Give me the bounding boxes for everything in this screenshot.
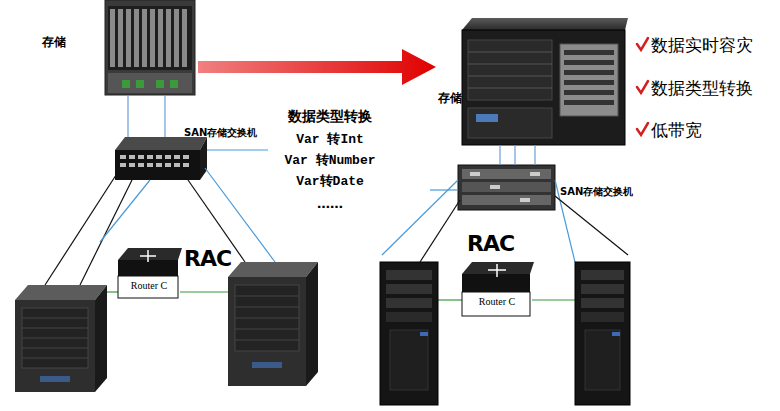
arrow-shape [198, 49, 436, 85]
switch-node: SAN存储交换机 [455, 165, 645, 212]
router-node: Router C [462, 262, 532, 316]
feature-item: 低带宽 [651, 119, 702, 142]
node-label: 存储 [42, 34, 66, 51]
connector-line [514, 145, 515, 165]
feature-item: 数据实时容灾 [651, 34, 753, 57]
connector [515, 145, 516, 165]
switch-node: SAN存储交换机 [112, 124, 277, 182]
connector-line [127, 95, 128, 124]
connector [198, 49, 436, 85]
note-text: Var 转Number [268, 151, 392, 169]
router-symbol [462, 262, 534, 316]
note-text: Var转Date [268, 172, 392, 190]
wiring [382, 145, 628, 300]
note-text: …… [268, 196, 392, 211]
router-node: Router C [118, 246, 180, 298]
tower-server [380, 262, 438, 405]
node-label: SAN存储交换机 [184, 126, 257, 140]
server [228, 262, 318, 386]
node-label: SAN存储交换机 [560, 185, 633, 199]
tower-server [575, 262, 630, 405]
cluster-label: RAC [467, 231, 514, 256]
cluster-label: RAC [184, 246, 231, 271]
wiring [45, 95, 275, 292]
blade-storage [105, 0, 195, 95]
router-symbol [118, 248, 182, 298]
san-switch [115, 137, 207, 180]
checkmark [637, 38, 648, 135]
node-label: Router C [462, 296, 532, 307]
node-label: Router C [118, 280, 180, 291]
san-switch [458, 165, 555, 210]
storage-node: 存储 [38, 4, 198, 95]
server [15, 285, 107, 392]
rack-storage [462, 18, 628, 145]
note-text: Var 转Int [268, 130, 392, 148]
feature-item: 数据类型转换 [651, 77, 753, 100]
node-label: 存储 [438, 90, 462, 107]
note-heading: 数据类型转换 [268, 108, 392, 126]
connector [128, 95, 129, 124]
storage-node: 存储 [436, 16, 628, 145]
